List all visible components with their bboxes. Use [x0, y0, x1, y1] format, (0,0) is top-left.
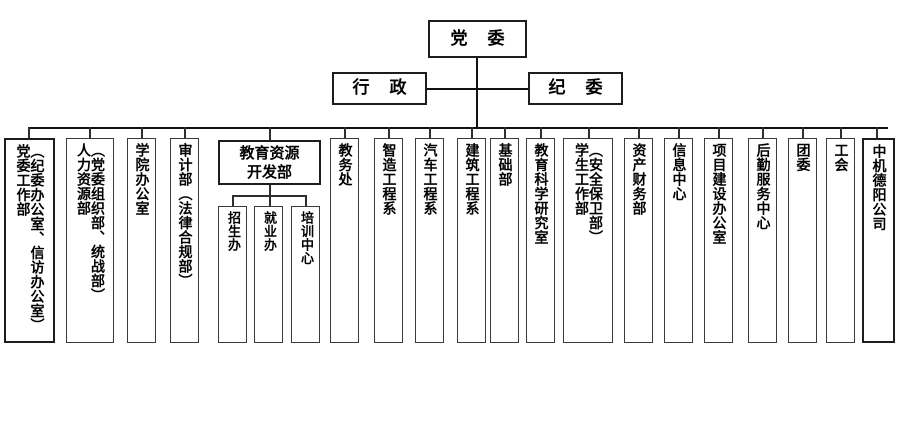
node-information-center-label: 信息中心	[670, 143, 687, 201]
node-asset-finance-dept-label: 资产财务部	[630, 143, 647, 216]
node-project-construction-office[interactable]: 项目建设办公室	[704, 138, 733, 343]
node-academic-affairs-office[interactable]: 教务处	[330, 138, 359, 343]
connector-stub-logistics	[762, 127, 764, 139]
node-administration-label: 行 政	[352, 78, 414, 99]
node-hr-dept-line2: 人力资源部	[75, 143, 91, 216]
connector-stub-hr	[89, 127, 91, 139]
node-college-office[interactable]: 学院办公室	[127, 138, 156, 343]
node-recruit-office[interactable]: 招生办	[218, 206, 247, 343]
node-foundation-dept[interactable]: 基础部	[490, 138, 519, 343]
connector-stub-employment	[269, 195, 271, 206]
node-construction-dept-label: 建筑工程系	[463, 143, 480, 216]
node-party-committee[interactable]: 党 委	[428, 20, 527, 58]
connector-discipline-horizontal	[476, 88, 528, 90]
node-asset-finance-dept[interactable]: 资产财务部	[624, 138, 653, 343]
connector-stub-academic-affairs	[344, 127, 346, 139]
node-party-committee-label: 党 委	[450, 28, 512, 49]
node-edu-resource-dept-line1: 教育资源	[239, 143, 300, 162]
connector-stub-asset-finance	[638, 127, 640, 139]
node-logistics-service-center-label: 后勤服务中心	[754, 143, 771, 230]
node-college-office-label: 学院办公室	[133, 143, 150, 216]
node-discipline-committee[interactable]: 纪 委	[528, 72, 623, 105]
connector-admin-horizontal	[427, 88, 477, 90]
connector-stub-construction	[471, 127, 473, 139]
connector-stub-recruit	[232, 195, 234, 206]
connector-stub-smart-manufacturing	[388, 127, 390, 139]
connector-stub-party-work	[28, 127, 30, 139]
node-labor-union-label: 工会	[832, 143, 849, 172]
node-party-work-dept-line2: 党委工作部	[14, 144, 31, 217]
node-automotive-dept-label: 汽车工程系	[421, 143, 438, 216]
connector-edu-resource-down	[269, 185, 271, 196]
node-training-center-label: 培训中心	[298, 211, 313, 265]
node-foundation-dept-label: 基础部	[496, 143, 513, 187]
node-edu-research-office[interactable]: 教育科学研究室	[526, 138, 555, 343]
node-edu-research-office-label: 教育科学研究室	[532, 143, 549, 245]
connector-root-vertical	[476, 58, 478, 127]
node-project-construction-office-label: 项目建设办公室	[710, 143, 727, 245]
node-edu-resource-dept-line2: 开发部	[246, 162, 292, 181]
node-hr-dept-line1: （党委组织部、统战部）	[89, 143, 105, 303]
node-information-center[interactable]: 信息中心	[664, 138, 693, 343]
node-youth-league-committee[interactable]: 团委	[788, 138, 817, 343]
node-youth-league-committee-label: 团委	[794, 143, 811, 172]
connector-stub-labor-union	[840, 127, 842, 139]
connector-stub-edu-resource	[269, 127, 271, 140]
node-discipline-committee-label: 纪 委	[548, 78, 610, 99]
node-deyang-company[interactable]: 中机德阳公司	[862, 138, 895, 343]
connector-stub-youth-league	[802, 127, 804, 139]
node-audit-dept[interactable]: 审计部（法律合规部）	[170, 138, 199, 343]
node-deyang-company-label: 中机德阳公司	[870, 144, 887, 231]
node-employment-office-label: 就业办	[261, 211, 276, 252]
node-smart-manufacturing-dept[interactable]: 智造工程系	[374, 138, 403, 343]
node-training-center[interactable]: 培训中心	[291, 206, 320, 343]
connector-stub-training	[305, 195, 307, 206]
connector-stub-information-center	[678, 127, 680, 139]
node-student-work-dept-line2: 学生工作部	[573, 143, 589, 216]
node-party-work-dept-line1: （纪委办公室、信访办公室）	[28, 144, 45, 333]
node-recruit-office-label: 招生办	[225, 211, 240, 252]
connector-stub-automotive	[429, 127, 431, 139]
node-labor-union[interactable]: 工会	[826, 138, 855, 343]
node-construction-dept[interactable]: 建筑工程系	[457, 138, 486, 343]
connector-stub-foundation	[504, 127, 506, 139]
node-smart-manufacturing-dept-label: 智造工程系	[380, 143, 397, 216]
connector-stub-project-construction	[718, 127, 720, 139]
node-edu-resource-dept[interactable]: 教育资源 开发部	[218, 140, 321, 185]
node-student-work-dept[interactable]: （安全保卫部） 学生工作部	[563, 138, 613, 343]
connector-main-bus	[28, 127, 888, 129]
node-academic-affairs-office-label: 教务处	[336, 143, 353, 187]
connector-stub-edu-research	[540, 127, 542, 139]
node-hr-dept[interactable]: （党委组织部、统战部） 人力资源部	[66, 138, 114, 343]
node-audit-dept-label: 审计部（法律合规部）	[176, 143, 193, 288]
node-party-work-dept[interactable]: （纪委办公室、信访办公室） 党委工作部	[4, 138, 55, 343]
connector-stub-audit	[184, 127, 186, 139]
node-automotive-dept[interactable]: 汽车工程系	[415, 138, 444, 343]
node-employment-office[interactable]: 就业办	[254, 206, 283, 343]
node-logistics-service-center[interactable]: 后勤服务中心	[748, 138, 777, 343]
connector-stub-deyang-company	[876, 127, 878, 139]
node-administration[interactable]: 行 政	[332, 72, 427, 105]
node-student-work-dept-line1: （安全保卫部）	[587, 143, 603, 245]
connector-stub-student-work	[588, 127, 590, 139]
node-edu-resource-dept-label: 教育资源 开发部	[239, 144, 299, 182]
connector-stub-college-office	[141, 127, 143, 139]
